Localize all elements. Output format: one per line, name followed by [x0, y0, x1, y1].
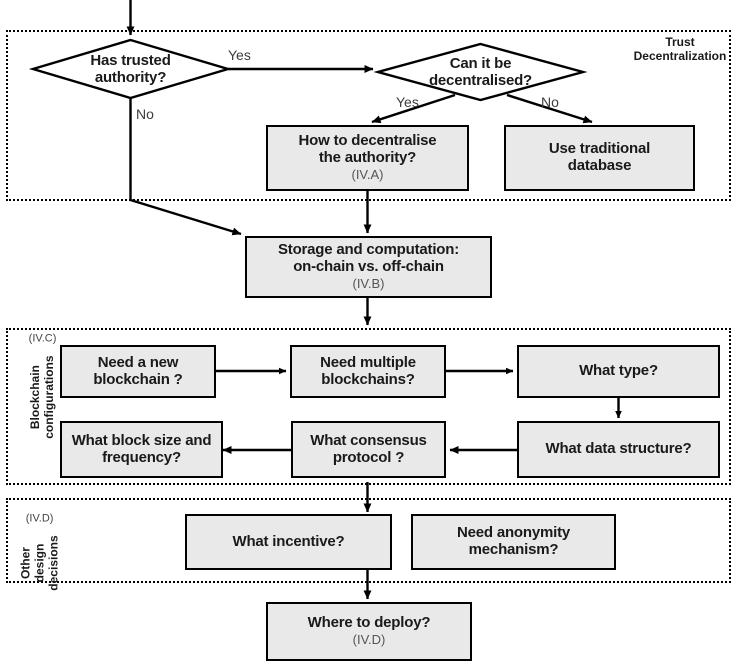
group-label-blockchain-configurations: Blockchain configurations (IV.C): [28, 329, 57, 439]
node-need-a-new-blockchain-line2: blockchain ?: [93, 370, 183, 388]
edge-label-yes-decentralised: Yes: [396, 94, 419, 110]
node-use-traditional-database[interactable]: Use traditional database: [504, 125, 695, 191]
decision-can-it-be-decentralised-line2: decentralised?: [428, 72, 533, 89]
node-what-block-size-line2: frequency?: [102, 448, 181, 466]
node-need-a-new-blockchain[interactable]: Need a new blockchain ?: [60, 345, 216, 398]
node-where-to-deploy-section: (IV.D): [352, 632, 386, 648]
node-how-to-decentralise-line2: the authority?: [318, 149, 417, 167]
group-label-other-section: (IV.D): [26, 512, 54, 525]
node-need-anonymity-line1: Need anonymity: [456, 524, 571, 542]
node-what-incentive-line1: What incentive?: [232, 532, 345, 550]
group-label-other-line3: decisions: [45, 535, 60, 591]
node-what-data-structure-line1: What data structure?: [545, 440, 692, 458]
edge-label-yes-trusted: Yes: [228, 47, 251, 63]
node-where-to-deploy-line1: Where to deploy?: [307, 614, 431, 632]
decision-has-trusted-authority-line1: Has trusted: [90, 51, 171, 69]
group-label-other-line2: design: [32, 543, 47, 583]
node-use-traditional-database-line1: Use traditional: [548, 140, 651, 158]
group-label-other-design-decisions: Other design decisions (IV.D): [18, 491, 60, 591]
decision-has-trusted-authority[interactable]: Has trusted authority?: [43, 42, 218, 96]
node-what-type[interactable]: What type?: [517, 345, 720, 398]
node-need-multiple-blockchains-line1: Need multiple: [320, 353, 416, 371]
edge-label-no-decentralised: No: [541, 94, 559, 110]
node-what-consensus-protocol-line1: What consensus: [310, 431, 427, 449]
node-how-to-decentralise-line1: How to decentralise: [298, 132, 437, 150]
node-storage-and-computation-section: (IV.B): [352, 276, 385, 292]
node-what-consensus-protocol-line2: protocol ?: [332, 448, 405, 466]
node-storage-and-computation-line2: on-chain vs. off-chain: [293, 258, 444, 276]
decision-can-it-be-decentralised[interactable]: Can it be decentralised?: [390, 46, 571, 98]
decision-can-it-be-decentralised-line1: Can it be: [449, 54, 512, 72]
node-what-consensus-protocol[interactable]: What consensus protocol ?: [291, 421, 446, 478]
node-what-data-structure[interactable]: What data structure?: [517, 421, 720, 478]
node-need-multiple-blockchains[interactable]: Need multiple blockchains?: [290, 345, 446, 398]
group-label-config-line1: Blockchain: [28, 365, 43, 430]
node-what-block-size-and-frequency[interactable]: What block size and frequency?: [60, 421, 223, 478]
group-label-config-lines: Blockchain configurations: [28, 355, 57, 439]
node-need-anonymity-line2: mechanism?: [468, 541, 559, 558]
node-need-a-new-blockchain-line1: Need a new: [97, 353, 179, 371]
group-label-other-lines: Other design decisions: [18, 535, 60, 591]
group-label-trust-decentralization: Trust Decentralization: [630, 35, 730, 64]
node-where-to-deploy[interactable]: Where to deploy? (IV.D): [266, 602, 472, 661]
group-label-other-line1: Other: [18, 547, 33, 580]
group-label-config-section: (IV.C): [29, 332, 57, 345]
node-what-incentive[interactable]: What incentive?: [185, 514, 392, 570]
group-label-trust-line: Trust Decentralization: [633, 35, 727, 63]
node-storage-and-computation[interactable]: Storage and computation: on-chain vs. of…: [245, 236, 492, 298]
node-how-to-decentralise-section: (IV.A): [351, 167, 384, 183]
node-storage-and-computation-line1: Storage and computation:: [277, 241, 460, 259]
decision-has-trusted-authority-line2: authority?: [94, 69, 167, 86]
node-how-to-decentralise-the-authority[interactable]: How to decentralise the authority? (IV.A…: [266, 125, 469, 191]
edge-label-no-trusted: No: [136, 106, 154, 122]
node-use-traditional-database-line2: database: [567, 157, 632, 174]
group-label-config-line2: configurations: [42, 355, 56, 439]
node-what-block-size-line1: What block size and: [71, 431, 212, 449]
node-what-type-line1: What type?: [579, 362, 658, 380]
node-need-anonymity-mechanism[interactable]: Need anonymity mechanism?: [411, 514, 616, 570]
node-need-multiple-blockchains-line2: blockchains?: [321, 370, 415, 388]
